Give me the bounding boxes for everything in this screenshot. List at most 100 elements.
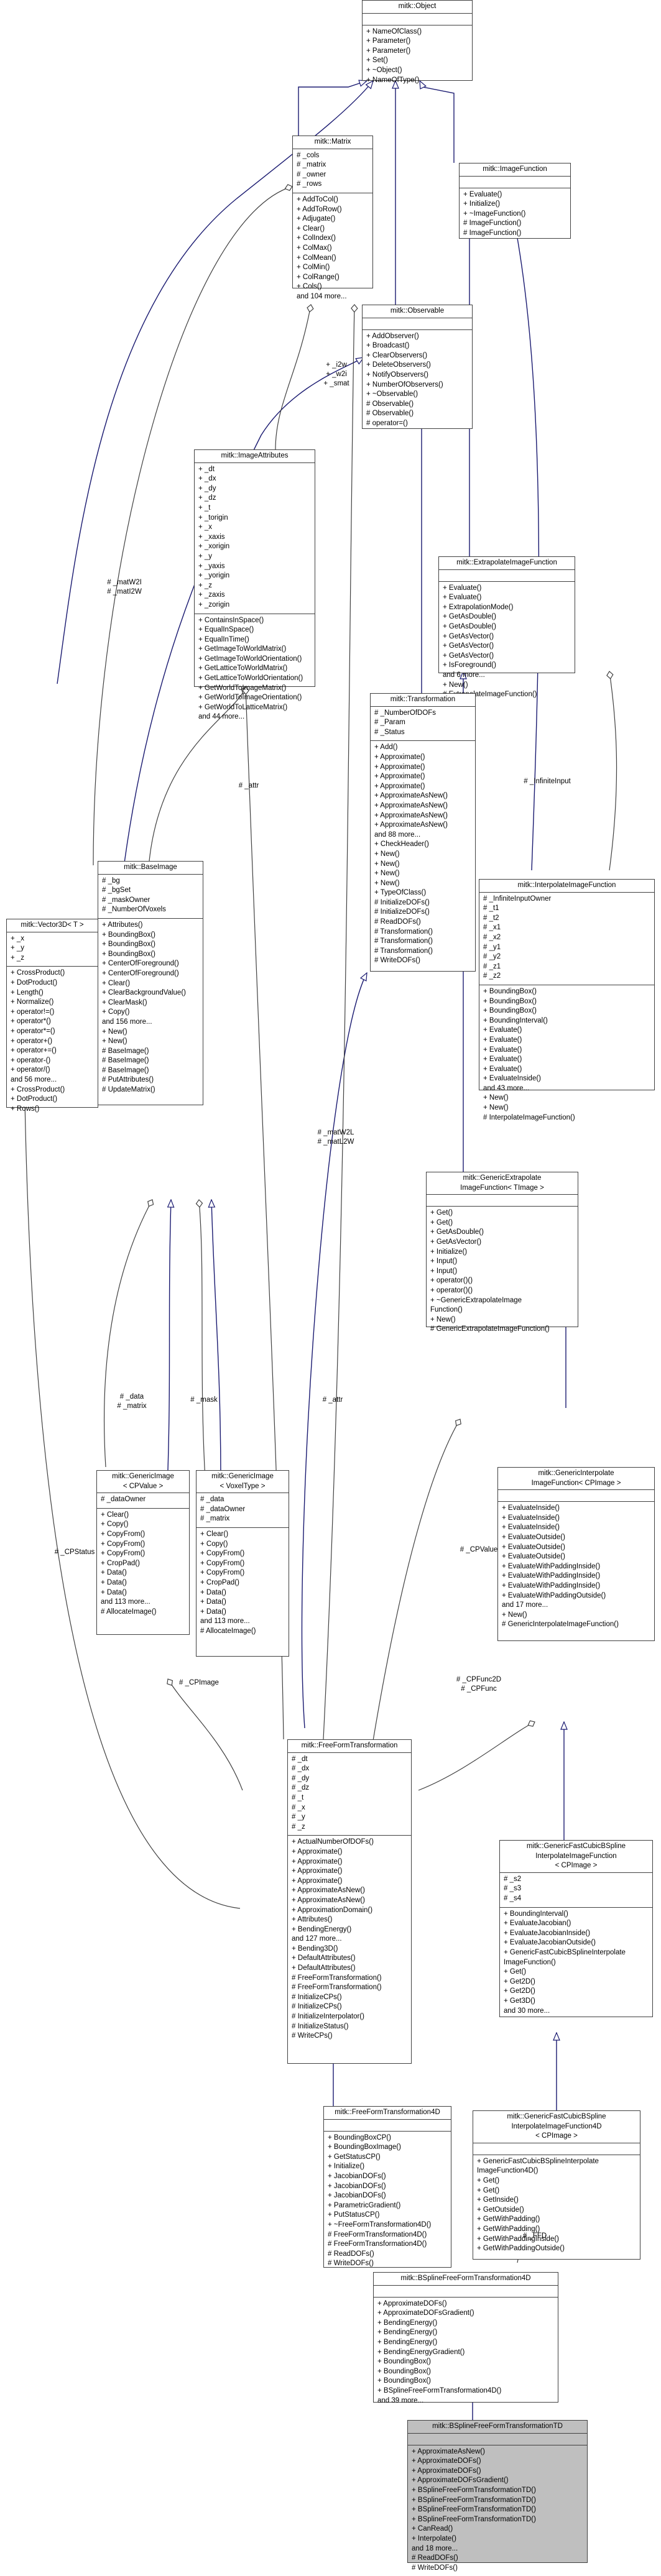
member-line: + ParametricGradient() xyxy=(328,2201,401,2209)
member-line: # _y2 xyxy=(483,953,501,961)
member-line: # WriteCPs() xyxy=(292,2032,333,2040)
class-node-interpolate[interactable]: mitk::InterpolateImageFunction # _Infini… xyxy=(479,879,655,1121)
member-line: # _y xyxy=(292,1813,305,1821)
class-node-ffd[interactable]: mitk::FreeFormTransformation # _dt# _dx#… xyxy=(287,1739,412,2064)
member-line: + Approximate() xyxy=(374,782,425,790)
member-line: + operator+() xyxy=(11,1037,53,1045)
member-line: + DeleteObservers() xyxy=(366,361,431,369)
class-node-fastcubic[interactable]: mitk::GenericFastCubicBSpline Interpolat… xyxy=(499,1840,653,2017)
member-line: + Evaluate() xyxy=(463,190,502,198)
class-node-bsplineffd4d[interactable]: mitk::BSplineFreeFormTransformation4D + … xyxy=(373,2272,558,2404)
edge-matrix-object xyxy=(298,81,367,136)
member-line: + Length() xyxy=(11,988,44,996)
member-line: + GetAsVector() xyxy=(430,1238,482,1246)
member-line: + PutStatusCP() xyxy=(328,2211,380,2219)
edge-label-attr1: # _attr xyxy=(238,782,259,789)
edge-label-data: # _data # _matrix xyxy=(117,1393,147,1410)
attr-section xyxy=(427,1194,578,1206)
member-line: + New() xyxy=(443,681,468,689)
class-node-genextrap[interactable]: mitk::GenericExtrapolate ImageFunction< … xyxy=(426,1172,578,1333)
member-line: # _t1 xyxy=(483,904,499,913)
member-line: # FreeFormTransformation() xyxy=(292,1974,382,1982)
class-node-ffd4d[interactable]: mitk::FreeFormTransformation4D + Boundin… xyxy=(323,2106,451,2268)
class-node-imagefunction[interactable]: mitk::ImageFunction + Evaluate()+ Initia… xyxy=(459,163,571,239)
class-node-transformation[interactable]: mitk::Transformation # _NumberOfDOFs# _P… xyxy=(370,693,476,972)
member-line: # _dt xyxy=(292,1755,308,1763)
member-line: and 6 more... xyxy=(443,671,485,679)
member-line: # ImageFunction() xyxy=(463,219,522,228)
class-node-vector3d[interactable]: mitk::Vector3D< T > + _x+ _y+ _z + Cross… xyxy=(6,919,98,1113)
member-line: # _z xyxy=(292,1823,305,1831)
member-line: + Get2D() xyxy=(504,1977,535,1985)
attr-section: + _x+ _y+ _z xyxy=(7,931,98,967)
edge-label-infinput: # _InfiniteInput xyxy=(524,778,571,785)
class-node-geninterp[interactable]: mitk::GenericInterpolate ImageFunction< … xyxy=(497,1467,655,1641)
member-line: + Normalize() xyxy=(11,998,54,1006)
class-node-observable[interactable]: mitk::Observable + AddObserver()+ Broadc… xyxy=(362,305,473,429)
member-line: + CanRead() xyxy=(412,2525,453,2533)
attr-section xyxy=(408,2432,587,2445)
member-line: + ClearObservers() xyxy=(366,351,428,359)
class-title: mitk::FreeFormTransformation4D xyxy=(335,2109,440,2116)
member-line: + _dx xyxy=(198,475,216,483)
member-line: + CropPad() xyxy=(200,1578,239,1586)
op-section: + ContainsInSpace()+ EqualInSpace()+ Equ… xyxy=(195,613,315,726)
member-line: # _z2 xyxy=(483,972,501,980)
member-line: + _dy xyxy=(198,484,216,492)
member-line: and 39 more... xyxy=(377,2396,424,2404)
edge-genimgvox-baseimage xyxy=(211,1200,221,1480)
class-node-fastcubic4d[interactable]: mitk::GenericFastCubicBSpline Interpolat… xyxy=(473,2110,640,2260)
class-node-genimgcp[interactable]: mitk::GenericImage < CPValue > # _dataOw… xyxy=(96,1470,190,1635)
edge-extrapolate-interpolate xyxy=(606,671,617,871)
class-node-extrapolate[interactable]: mitk::ExtrapolateImageFunction + Evaluat… xyxy=(438,556,575,698)
member-line: + _t xyxy=(198,504,211,512)
member-line: # InitializeCPs() xyxy=(292,2003,342,2011)
member-line: + Approximate() xyxy=(374,753,425,761)
member-line: + GetOutside() xyxy=(477,2206,524,2214)
class-node-bsplineffdtd[interactable]: mitk::BSplineFreeFormTransformationTD + … xyxy=(407,2420,588,2572)
class-title: mitk::GenericExtrapolate ImageFunction< … xyxy=(460,1174,544,1192)
edge-ffd-genextrap xyxy=(372,1419,461,1741)
member-line: + _dz xyxy=(198,494,216,502)
member-line: + ApproximateAsNew() xyxy=(374,792,448,800)
member-line: + _xaxis xyxy=(198,533,225,541)
member-line: + Add() xyxy=(374,743,398,752)
member-line: # ReadDOFs() xyxy=(412,2554,458,2562)
member-line: # BaseImage() xyxy=(102,1047,149,1055)
class-node-matrix[interactable]: mitk::Matrix # _cols# _matrix# _owner# _… xyxy=(292,136,373,300)
member-line: # _s2 xyxy=(504,1875,522,1883)
member-line: # _t2 xyxy=(483,914,499,922)
class-node-imageattributes[interactable]: mitk::ImageAttributes + _dt+ _dx+ _dy+ _… xyxy=(194,449,315,720)
member-line: + Initialize() xyxy=(430,1248,468,1256)
member-line: + GetAsVector() xyxy=(443,642,494,650)
member-line: # InterpolateImageFunction() xyxy=(483,1113,575,1121)
member-line: + GetImageToWorldOrientation() xyxy=(198,655,302,663)
member-line: + ColMax() xyxy=(297,244,332,252)
member-line: ImageFunction4D() xyxy=(477,2167,539,2175)
member-line: + ApproximateAsNew() xyxy=(412,2447,485,2455)
member-line: + EvaluateInside() xyxy=(483,1075,542,1083)
member-line: + BSplineFreeFormTransformationTD() xyxy=(412,2515,536,2523)
member-line: + Get() xyxy=(430,1218,453,1226)
member-line: + GetImageToWorldMatrix() xyxy=(198,645,287,653)
member-line: # ReadDOFs() xyxy=(374,918,421,926)
class-title: mitk::Transformation xyxy=(390,696,456,703)
member-line: + ApproximateAsNew() xyxy=(292,1887,365,1895)
edge-imagefunction-object xyxy=(420,81,455,163)
member-line: + Get() xyxy=(504,1968,527,1976)
member-line: + Input() xyxy=(430,1258,458,1266)
member-line: + EvaluateWithPaddingInside() xyxy=(502,1562,601,1570)
member-line: # _Status xyxy=(374,728,405,736)
class-node-genimgvox[interactable]: mitk::GenericImage < VoxelType > # _data… xyxy=(196,1470,289,1657)
member-line: + Evaluate() xyxy=(443,584,482,592)
member-line: + ~GenericExtrapolateImage xyxy=(430,1296,522,1304)
member-line: # FreeFormTransformation4D() xyxy=(328,2230,427,2238)
member-line: + Data() xyxy=(200,1598,226,1606)
class-node-object[interactable]: mitk::Object + NameOfClass()+ Parameter(… xyxy=(362,0,473,84)
member-line: + GetWorldToImageOrientation() xyxy=(198,694,302,702)
member-line: + BoundingBox() xyxy=(102,950,155,958)
class-title: mitk::ImageFunction xyxy=(483,165,547,173)
class-node-baseimage[interactable]: mitk::BaseImage # _bg# _bgSet# _maskOwne… xyxy=(98,861,203,1105)
member-line: + BendingEnergy() xyxy=(377,2319,438,2327)
